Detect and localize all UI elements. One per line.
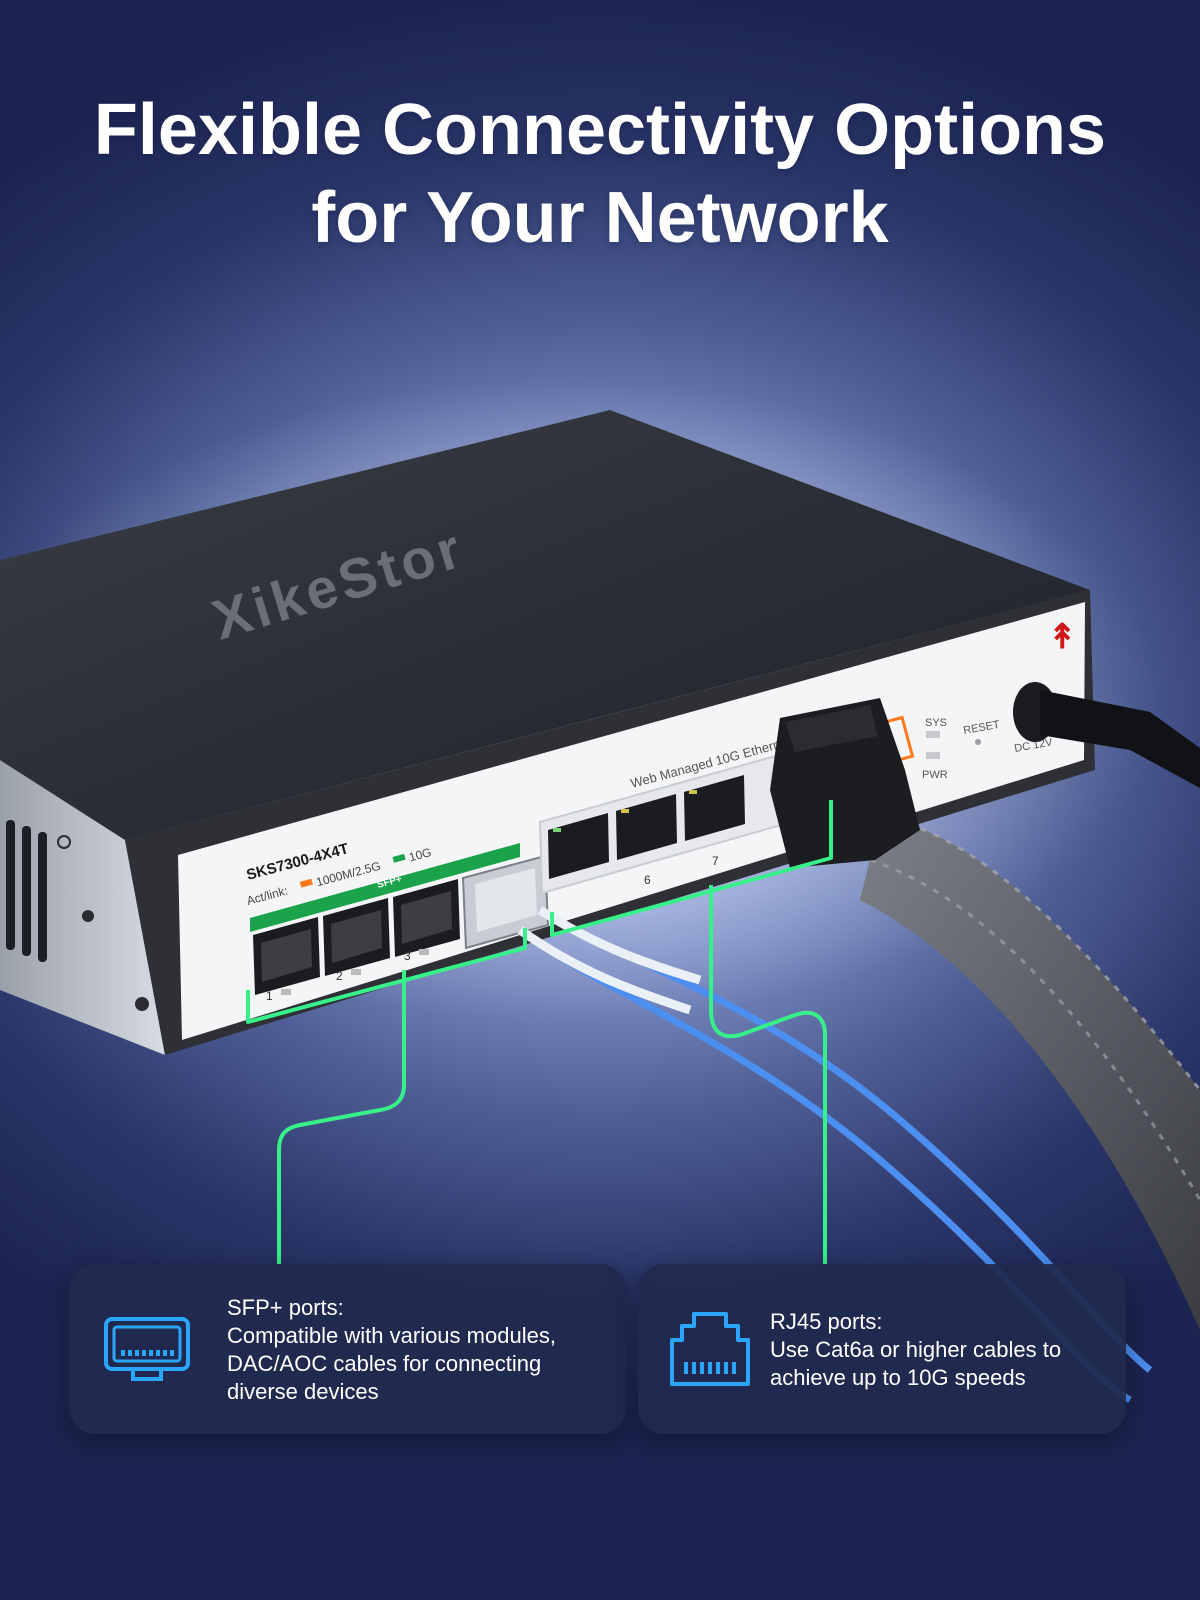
ground-screw-icon (57, 835, 71, 849)
rj45-callout-bracket (550, 800, 833, 937)
sfp-module-transceiver (461, 854, 550, 950)
sfp-port-1[interactable]: 1 (253, 917, 320, 1003)
sfp-header-band (250, 843, 520, 932)
led-legend: Act/link: 1000M/2.5G 10G (245, 845, 433, 908)
sfp-card-line-2: DAC/AOC cables for connecting (227, 1351, 542, 1376)
sfp-port-icon (104, 1317, 190, 1381)
sfp-ports-card: SFP+ ports: Compatible with various modu… (69, 1264, 626, 1434)
headline-line-1: Flexible Connectivity Options (93, 90, 1107, 170)
headline: Flexible Connectivity Options for Your N… (0, 86, 1200, 262)
rj45-port-7[interactable]: 7 (684, 775, 745, 868)
reset-button[interactable] (975, 739, 981, 745)
rj45-port-7-label: 7 (712, 854, 719, 868)
status-indicators: SYS PWR RESET DC 12V ↟ (861, 619, 1077, 781)
status-sys-label: SYS (925, 717, 947, 729)
led-legend-speed-2: 10G (407, 845, 433, 864)
rj45-callout-line (709, 885, 827, 1264)
rj45-card-text: RJ45 ports: Use Cat6a or higher cables t… (770, 1308, 1110, 1392)
rj45-card-title: RJ45 ports: (770, 1309, 883, 1334)
ethernet-cable (770, 698, 1200, 1330)
headline-line-2: for Your Network (311, 178, 889, 258)
ethernet-port-icon (670, 1312, 750, 1386)
sfp-port-1-label: 1 (266, 989, 273, 1003)
sfp-card-text: SFP+ ports: Compatible with various modu… (227, 1294, 607, 1406)
rj45-port-6[interactable]: 6 (616, 794, 677, 887)
sfp-port-3-label: 3 (404, 949, 411, 963)
rj45-card-line-1: Use Cat6a or higher cables to (770, 1337, 1062, 1362)
brand-mark-icon: ↟ (1048, 619, 1077, 656)
led-green-swatch (392, 853, 406, 863)
rj45-port-6-label: 6 (644, 873, 651, 887)
led-orange-swatch (299, 878, 313, 888)
rj45-card-line-2: achieve up to 10G speeds (770, 1365, 1026, 1390)
status-pwr-label: PWR (922, 769, 948, 781)
switch-top-cover (0, 410, 1090, 840)
sfp-callout-line (277, 970, 406, 1264)
switch-side-panel (0, 760, 165, 1055)
rj45-ports-card: RJ45 ports: Use Cat6a or higher cables t… (638, 1264, 1126, 1434)
sfp-port-2-label: 2 (336, 969, 343, 983)
sfp-card-line-3: diverse devices (227, 1379, 379, 1404)
sfp-card-title: SFP+ ports: (227, 1295, 344, 1320)
sfp-card-line-1: Compatible with various modules, (227, 1323, 556, 1348)
power-cable (1013, 682, 1200, 788)
sfp-callout-bracket (246, 928, 527, 1024)
rj45-port-5[interactable] (548, 813, 609, 879)
sfp-port-3[interactable]: 3 (393, 879, 460, 963)
callout-lines (246, 800, 833, 1264)
sfp-port-2[interactable]: 2 (323, 898, 390, 983)
